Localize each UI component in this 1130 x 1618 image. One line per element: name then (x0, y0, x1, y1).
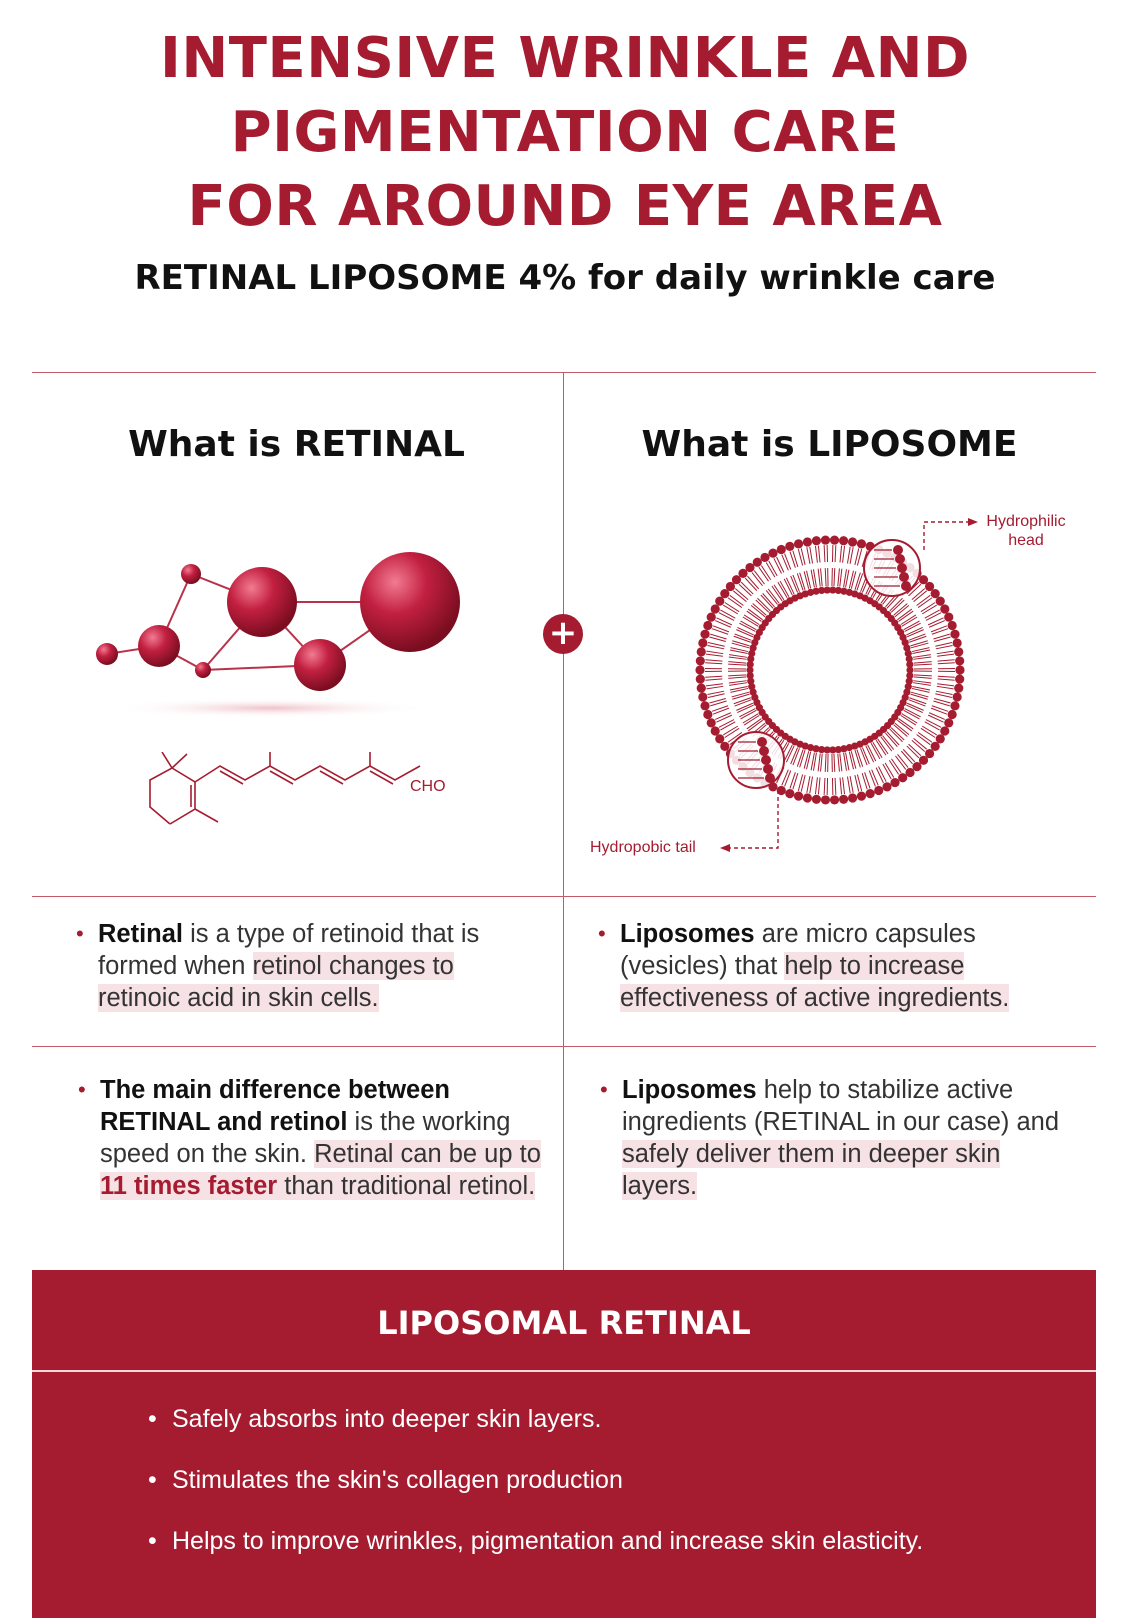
liposome-illustration (695, 535, 965, 805)
title-line-1: INTENSIVE WRINKLE AND (160, 26, 970, 91)
list-item: •Helps to improve wrinkles, pigmentation… (148, 1527, 924, 1555)
liposome-function: • Liposomes help to stabilize active ing… (600, 1076, 1060, 1200)
liposome-definition: • Liposomes are micro capsules (vesicles… (598, 920, 1010, 1012)
liposomal-retinal-panel: LIPOSOMAL RETINAL •Safely absorbs into d… (32, 1270, 1096, 1618)
bullet-dot: • (600, 1077, 608, 1102)
divider-lower (32, 1046, 1096, 1047)
bullet-dot: • (598, 921, 606, 946)
atom-small-2 (181, 564, 201, 584)
atom-small-1 (96, 643, 118, 665)
divider-top (32, 372, 1096, 373)
divider-vertical (563, 372, 564, 1270)
atom-large-1 (227, 567, 297, 637)
retinal-definition: • Retinal is a type of retinoid that is … (76, 920, 480, 1012)
atom-small-3 (195, 662, 211, 678)
title-line-2: PIGMENTATION CARE (230, 100, 900, 165)
annotation-lines (720, 518, 978, 852)
list-item: •Stimulates the skin's collagen producti… (148, 1466, 623, 1494)
annotation-hydrophobic-tail: Hydropobic tail (590, 839, 696, 856)
panel-title: LIPOSOMAL RETINAL (377, 1304, 751, 1342)
bullet-dot: • (78, 1077, 86, 1102)
bullet-dot: • (76, 921, 84, 946)
liposome-heading: What is LIPOSOME (641, 424, 1018, 465)
subtitle: RETINAL LIPOSOME 4% for daily wrinkle ca… (134, 258, 996, 298)
plus-icon: + (543, 614, 583, 654)
atom-medium-1 (138, 625, 180, 667)
retinal-difference: • The main difference between RETINAL an… (78, 1076, 541, 1200)
retinal-heading: What is RETINAL (128, 424, 465, 465)
formula-label: CHO (410, 778, 446, 795)
atom-medium-2 (294, 639, 346, 691)
benefits-list: •Safely absorbs into deeper skin layers.… (148, 1404, 972, 1587)
molecule-illustration (96, 552, 460, 718)
annotation-hydrophilic-head: Hydrophilic head (986, 513, 1066, 549)
list-item: •Safely absorbs into deeper skin layers. (148, 1405, 602, 1433)
retinal-formula: CHO (149, 752, 446, 825)
panel-divider (32, 1370, 1096, 1372)
page-title: INTENSIVE WRINKLE AND PIGMENTATION CARE … (0, 22, 1130, 244)
divider-middle (32, 896, 1096, 897)
title-line-3: FOR AROUND EYE AREA (187, 174, 943, 239)
atom-large-2 (360, 552, 460, 652)
